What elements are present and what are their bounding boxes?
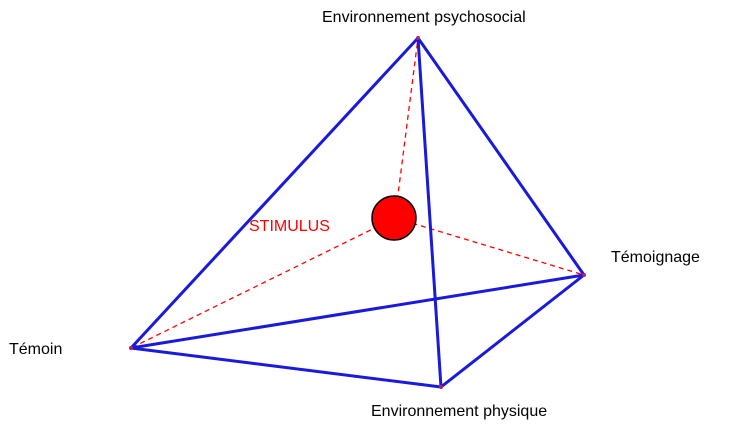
- left-vertex-label: Témoin: [9, 341, 63, 358]
- apex-label: Environnement psychosocial: [322, 9, 526, 26]
- pyramid-edges: [129, 36, 586, 389]
- edge-left-bottom: [129, 346, 443, 389]
- stimulus-circle: [371, 195, 417, 241]
- bottom-vertex-label: Environnement physique: [371, 403, 548, 420]
- edge-left-right: [129, 273, 586, 350]
- vertex-markers: [129, 36, 586, 389]
- connector-to-apex: [394, 37, 419, 219]
- edge-apex-left: [129, 36, 420, 350]
- stimulus-label: STIMULUS: [249, 218, 330, 235]
- vertex-right: [582, 273, 586, 277]
- vertex-apex: [416, 36, 420, 40]
- edge-bottom-right: [439, 273, 586, 389]
- connector-to-right: [394, 217, 585, 276]
- right-vertex-label: Témoignage: [611, 249, 700, 266]
- connector-to-left: [130, 217, 396, 349]
- stimulus-connectors: [130, 37, 585, 349]
- vertex-bottom: [439, 385, 443, 389]
- vertex-left: [129, 346, 133, 350]
- edge-apex-right: [416, 36, 586, 277]
- edge-apex-bottom: [416, 36, 443, 389]
